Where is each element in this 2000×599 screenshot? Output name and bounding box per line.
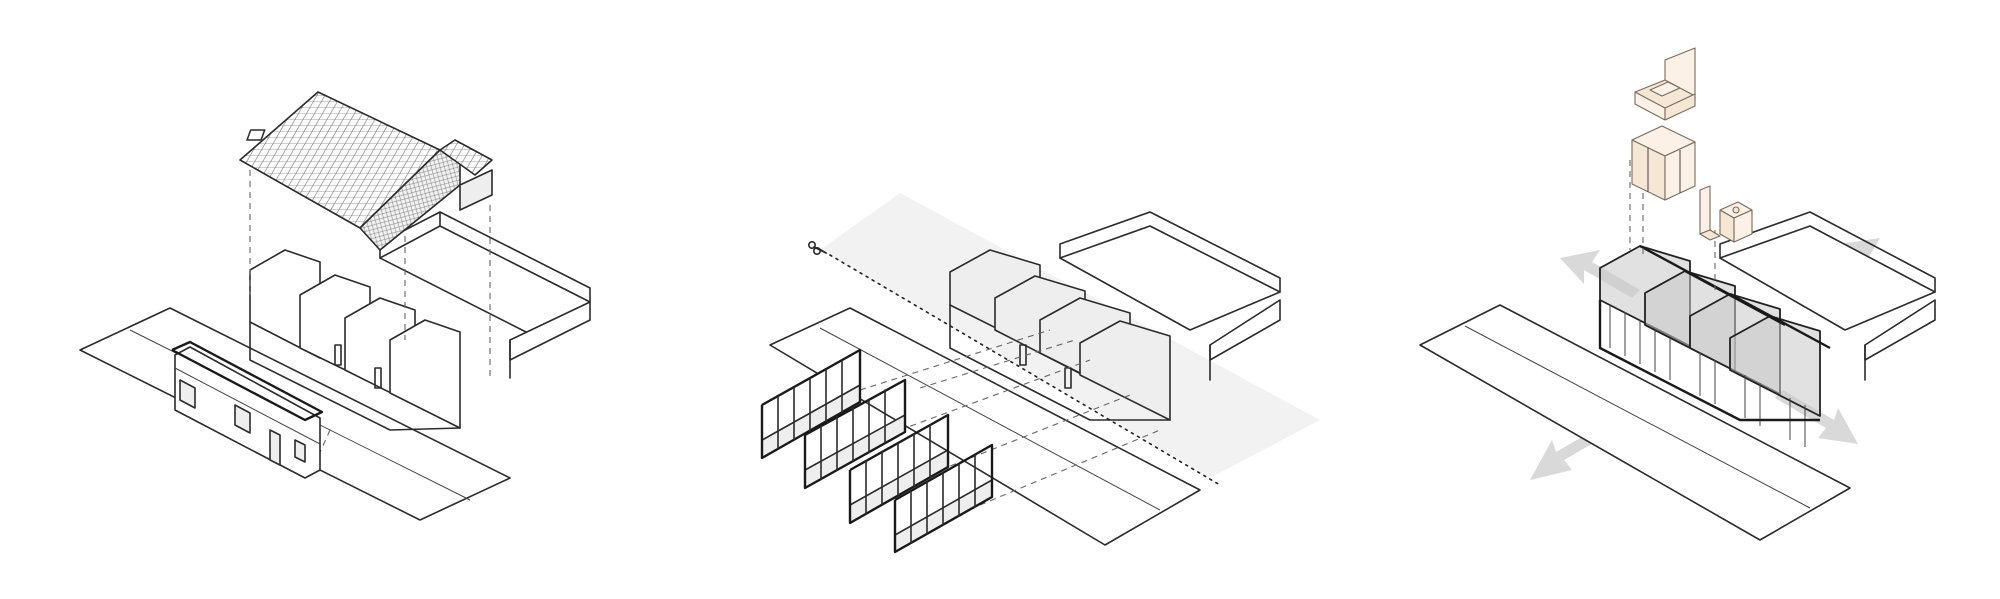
street: [1419, 304, 1851, 541]
rear-garden-wall: [1719, 211, 1936, 381]
glazed-units: [1598, 244, 1831, 447]
roof: [239, 91, 493, 251]
wardrobe-module: [1631, 125, 1696, 201]
prefab-frames: [760, 348, 994, 554]
front-facade: [171, 340, 324, 479]
panel-existing-house: [79, 91, 591, 521]
frame-2: [803, 378, 907, 490]
party-walls: [249, 249, 461, 431]
frame-3: [848, 413, 950, 525]
cut-party-walls: [949, 249, 1171, 421]
rear-garden-wall: [1059, 211, 1281, 381]
furniture-modules: [1631, 47, 1753, 243]
panel-cut-and-frames: [760, 193, 1320, 554]
panel-new-units: [1419, 47, 1936, 541]
frame-1: [760, 348, 862, 460]
scissors-icon: [807, 240, 827, 256]
cut-line: [807, 240, 1221, 486]
frame-4: [893, 443, 994, 554]
bed-module: [1634, 47, 1696, 121]
street: [769, 307, 1201, 546]
kitchen-module: [1699, 185, 1753, 243]
